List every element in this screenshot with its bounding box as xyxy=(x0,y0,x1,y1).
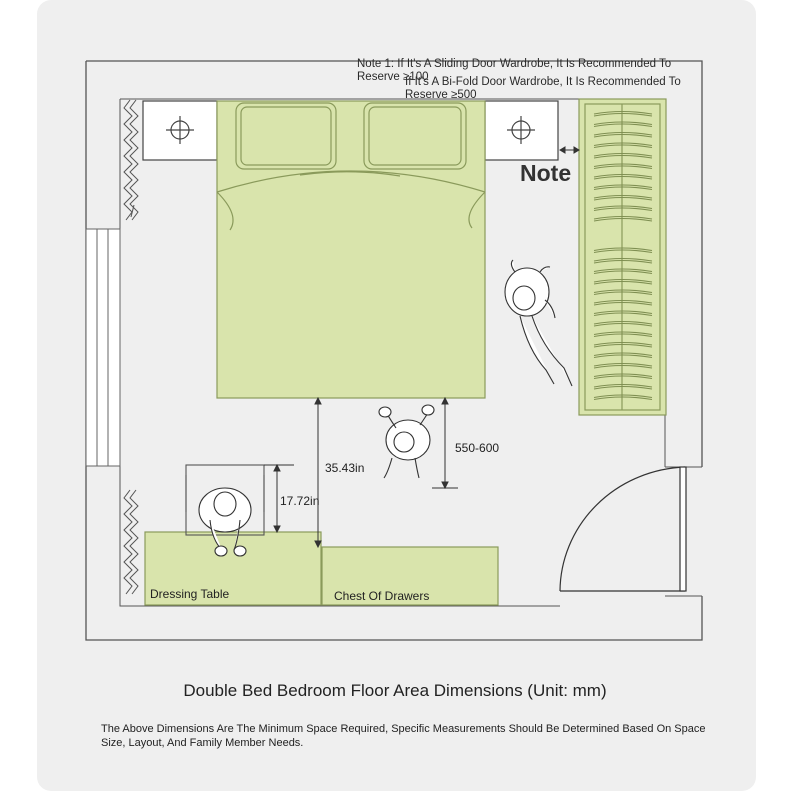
hanger xyxy=(593,352,653,359)
hanger xyxy=(593,205,653,212)
hanger xyxy=(593,394,653,401)
nightstand-right xyxy=(484,100,559,161)
wardrobe-hangers xyxy=(593,110,653,401)
hanger xyxy=(593,110,653,117)
hanger xyxy=(593,331,653,338)
nightstand-left xyxy=(142,100,218,161)
hanger xyxy=(593,184,653,191)
window xyxy=(85,228,121,467)
dim-bed-side xyxy=(432,396,458,490)
hanger xyxy=(593,152,653,159)
wardrobe-gap-arrow xyxy=(559,146,580,154)
person-at-table xyxy=(198,487,252,557)
note-sliding-door: Note 1: If It's A Sliding Door Wardrobe,… xyxy=(357,58,672,83)
hanger xyxy=(593,142,653,149)
label-chest-of-drawers: Chest Of Drawers xyxy=(334,589,430,603)
dim-label-bed-gap: 35.43in xyxy=(325,461,365,475)
person-at-wardrobe xyxy=(504,259,573,387)
hanger xyxy=(593,289,653,296)
note-label: Note xyxy=(520,160,572,186)
dressing-table xyxy=(144,531,322,606)
curtain-bottom xyxy=(123,489,139,595)
dim-chair-depth xyxy=(264,463,294,534)
hanger xyxy=(593,383,653,390)
hanger xyxy=(593,163,653,170)
person-walking xyxy=(378,404,435,479)
hanger xyxy=(593,173,653,180)
double-bed xyxy=(216,100,486,399)
hanger xyxy=(593,320,653,327)
chest-of-drawers xyxy=(321,546,499,606)
hanger xyxy=(593,194,653,201)
door xyxy=(559,466,687,592)
wardrobe xyxy=(578,98,667,416)
label-dressing-table: Dressing Table xyxy=(150,587,230,601)
chair xyxy=(185,464,265,536)
hanger xyxy=(593,247,653,254)
hanger xyxy=(593,299,653,306)
hanger xyxy=(593,257,653,264)
hanger xyxy=(593,268,653,275)
hanger xyxy=(593,373,653,380)
hanger xyxy=(593,362,653,369)
hanger xyxy=(593,131,653,138)
dim-label-side-gap: 550-600 xyxy=(455,441,500,455)
hanger xyxy=(593,278,653,285)
dim-bed-to-chest xyxy=(314,396,322,549)
diagram-title: Double Bed Bedroom Floor Area Dimensions… xyxy=(183,681,607,700)
hanger xyxy=(593,121,653,128)
hanger xyxy=(593,341,653,348)
curtain-top xyxy=(123,99,139,221)
dim-label-chair-gap: 17.72in xyxy=(280,494,320,508)
hanger xyxy=(593,215,653,222)
hanger xyxy=(593,310,653,317)
note-bifold-door: If It's A Bi-Fold Door Wardrobe, It Is R… xyxy=(405,76,681,101)
footnote: The Above Dimensions Are The Minimum Spa… xyxy=(101,723,706,749)
